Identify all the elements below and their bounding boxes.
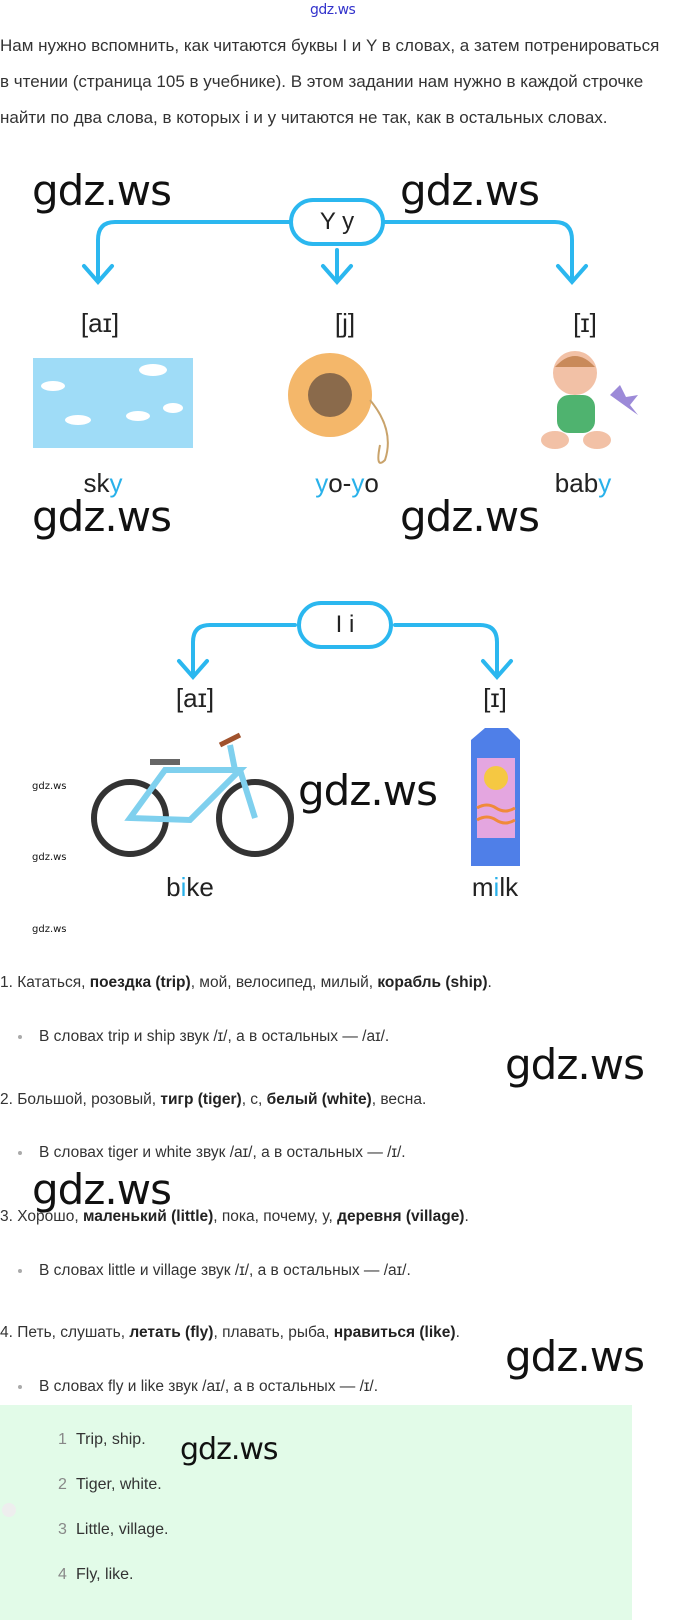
exercise-item-2: 2. Большой, розовый, тигр (tiger), с, бе… (0, 1091, 427, 1108)
arrows-i (177, 623, 513, 681)
watermark: gdz.ws (400, 492, 540, 541)
word-bike: bike (166, 872, 214, 902)
milk-image (471, 728, 520, 866)
explanation-4: В словах fly и like звук /aɪ/, а в остал… (18, 1378, 378, 1396)
bike-image (91, 732, 294, 857)
exercise-item-3: 3. Хорошо, маленький (little), пока, поч… (0, 1208, 469, 1225)
explanation-3: В словах little и village звук /ɪ/, а в … (18, 1262, 411, 1280)
word-milk: milk (471, 872, 519, 902)
letter-y-pill: Y y (289, 198, 385, 246)
watermark-small: gdz.ws (32, 924, 67, 935)
word-sky: sky (83, 468, 123, 498)
watermark: gdz.ws (32, 166, 172, 215)
sky-image (33, 358, 193, 448)
watermark: gdz.ws (400, 166, 540, 215)
sound-label: [ɪ] (483, 683, 507, 713)
word-baby: baby (554, 468, 612, 498)
watermark: gdz.ws (298, 766, 438, 815)
arrows-y (82, 220, 588, 286)
watermark-top: gdz.ws (310, 2, 356, 18)
answers-box (0, 1405, 632, 1620)
play-icon[interactable] (2, 1503, 16, 1517)
letter-i-pill: I i (297, 601, 393, 649)
exercise-item-1: 1. Кататься, поездка (trip), мой, велоси… (0, 974, 492, 991)
watermark: gdz.ws (505, 1040, 645, 1089)
sound-label: [j] (334, 308, 356, 338)
watermark: gdz.ws (180, 1432, 279, 1467)
watermark: gdz.ws (505, 1332, 645, 1381)
explanation-1: В словах trip и ship звук /ɪ/, а в остал… (18, 1028, 389, 1046)
watermark-small: gdz.ws (32, 852, 67, 863)
sound-label: [aɪ] (80, 308, 120, 338)
exercise-item-4: 4. Петь, слушать, летать (fly), плавать,… (0, 1324, 460, 1341)
yoyo-image (288, 353, 389, 464)
word-yoyo: yo-yo (315, 468, 379, 498)
baby-image (541, 351, 638, 449)
intro-text: Нам нужно вспомнить, как читаются буквы … (0, 36, 660, 127)
watermark: gdz.ws (32, 1165, 172, 1214)
explanation-2: В словах tiger и white звук /aɪ/, а в ос… (18, 1144, 406, 1162)
watermark: gdz.ws (32, 492, 172, 541)
sound-label: [aɪ] (175, 683, 215, 713)
sound-label: [ɪ] (573, 308, 597, 338)
watermark-small: gdz.ws (32, 781, 67, 792)
